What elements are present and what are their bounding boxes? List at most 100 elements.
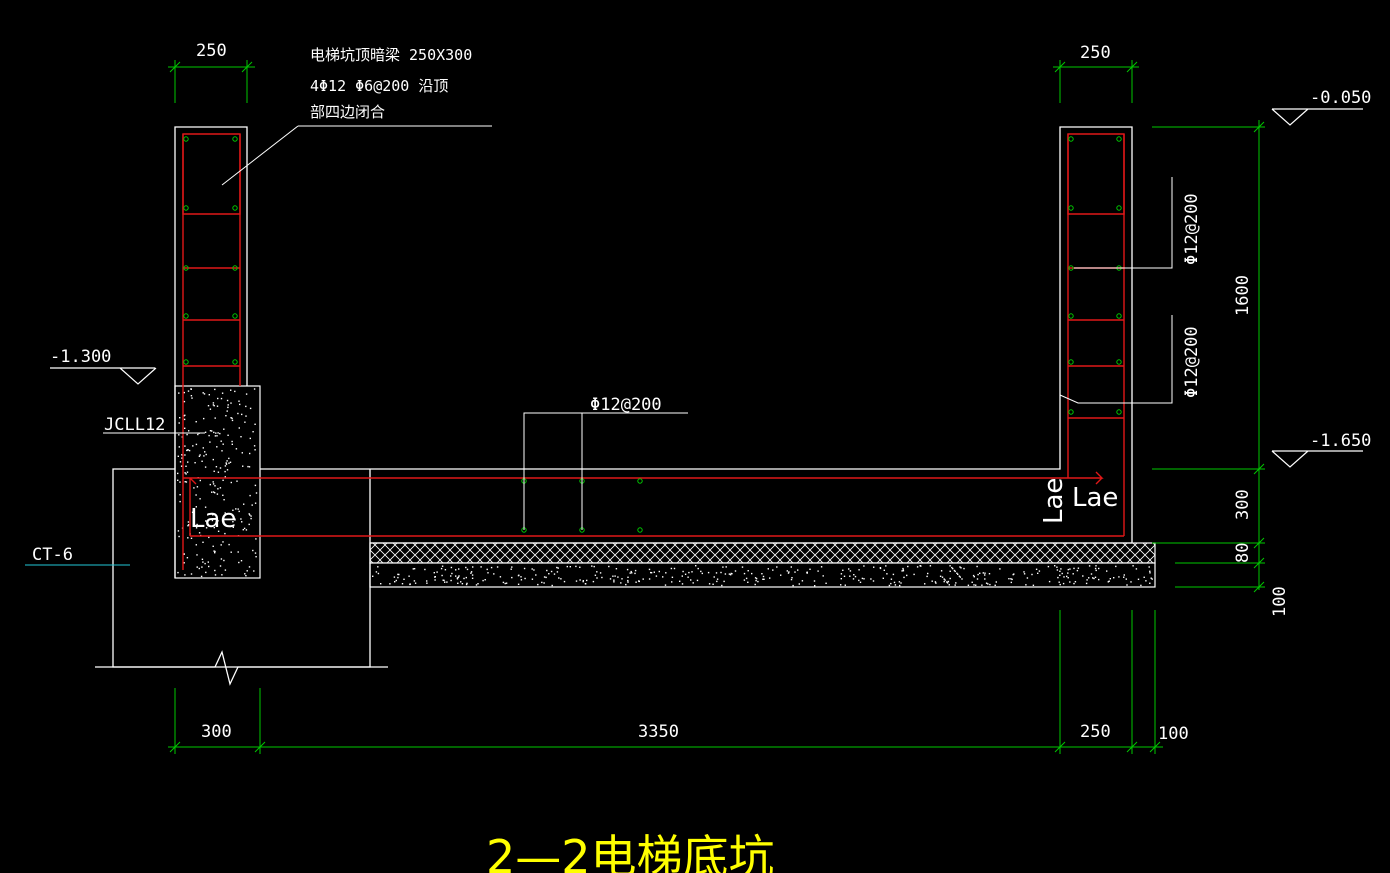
speckle-dot [216,405,219,407]
speckle-dot [486,568,488,571]
speckle-dot [186,471,189,473]
speckle-dot [225,462,227,464]
speckle-dot [434,576,436,578]
speckle-dot [1088,577,1090,579]
speckle-dot [253,570,255,572]
base-concrete-speckle [372,565,1153,587]
speckle-dot [214,388,216,391]
speckle-dot [899,584,901,587]
speckle-dot [209,430,212,432]
speckle-dot [204,506,207,508]
speckle-dot [745,577,748,580]
speckle-dot [593,565,595,568]
speckle-dot [806,572,808,574]
rebar-dot [1116,205,1122,211]
speckle-dot [955,582,957,584]
speckle-dot [614,575,616,577]
speckle-dot [1107,581,1109,583]
base-concrete-layer [369,562,1156,588]
speckle-dot [919,565,921,567]
speckle-dot [1095,569,1097,572]
speckle-dot [255,538,257,540]
speckle-dot [594,574,597,576]
speckle-dot [1038,570,1041,572]
speckle-dot [798,583,800,585]
speckle-dot [716,578,719,580]
speckle-dot [230,551,232,553]
rebar-dot [232,313,238,319]
speckle-dot [184,472,186,474]
speckle-dot [181,457,183,459]
speckle-dot [1148,566,1150,568]
speckle-dot [1056,569,1059,571]
speckle-dot [959,576,961,578]
speckle-dot [763,578,765,580]
speckle-dot [842,569,844,571]
elevation-left: -1.300 [50,347,111,367]
speckle-dot [460,581,462,583]
speckle-dot [195,527,198,529]
speckle-dot [401,583,404,585]
speckle-dot [251,504,253,506]
speckle-dot [665,572,667,574]
speckle-dot [952,567,954,570]
speckle-dot [212,404,215,406]
speckle-dot [517,583,520,585]
speckle-dot [1056,566,1058,568]
speckle-dot [211,430,213,432]
speckle-dot [655,575,658,577]
speckle-dot [586,579,588,582]
speckle-dot [204,431,207,433]
speckle-dot [662,576,664,578]
speckle-dot [250,515,252,517]
speckle-dot [243,527,246,530]
speckle-dot [198,532,201,534]
speckle-dot [638,580,640,582]
speckle-dot [457,576,460,578]
speckle-dot [729,574,732,576]
speckle-dot [250,517,252,520]
speckle-dot [450,579,452,582]
speckle-dot [934,581,937,583]
rebar-dot [232,359,238,365]
speckle-dot [221,574,223,576]
speckle-dot [1066,575,1068,578]
speckle-dot [984,578,986,580]
speckle-dot [757,580,759,583]
speckle-dot [1106,570,1108,572]
speckle-dot [226,410,228,412]
speckle-dot [499,576,502,578]
speckle-dot [493,573,495,575]
rebar-dot [1116,409,1122,415]
rebar-dot [183,359,189,365]
left-wall-rebar-inner [182,134,241,215]
speckle-dot [786,570,788,572]
speckle-dot [232,509,234,511]
speckle-dot [184,481,186,483]
break-line [95,650,388,686]
speckle-dot [223,559,225,562]
speckle-dot [205,520,207,522]
speckle-dot [216,493,219,495]
lae-right-vertical-label: Lae [1039,478,1069,524]
speckle-dot [681,575,683,577]
speckle-dot [967,584,970,586]
speckle-dot [240,436,242,438]
speckle-dot [234,518,236,520]
speckle-dot [1149,572,1151,574]
speckle-dot [954,570,956,573]
speckle-dot [209,408,212,410]
speckle-dot [458,575,460,577]
speckle-dot [231,417,233,420]
rebar-dot [183,265,189,271]
speckle-dot [433,572,435,574]
speckle-dot [198,567,200,570]
rebar-dot [183,136,189,142]
speckle-dot [635,581,637,583]
speckle-dot [221,392,224,394]
speckle-dot [1054,565,1056,567]
speckle-dot [511,576,513,579]
speckle-dot [217,471,220,473]
rebar-dot [232,136,238,142]
speckle-dot [697,567,699,570]
